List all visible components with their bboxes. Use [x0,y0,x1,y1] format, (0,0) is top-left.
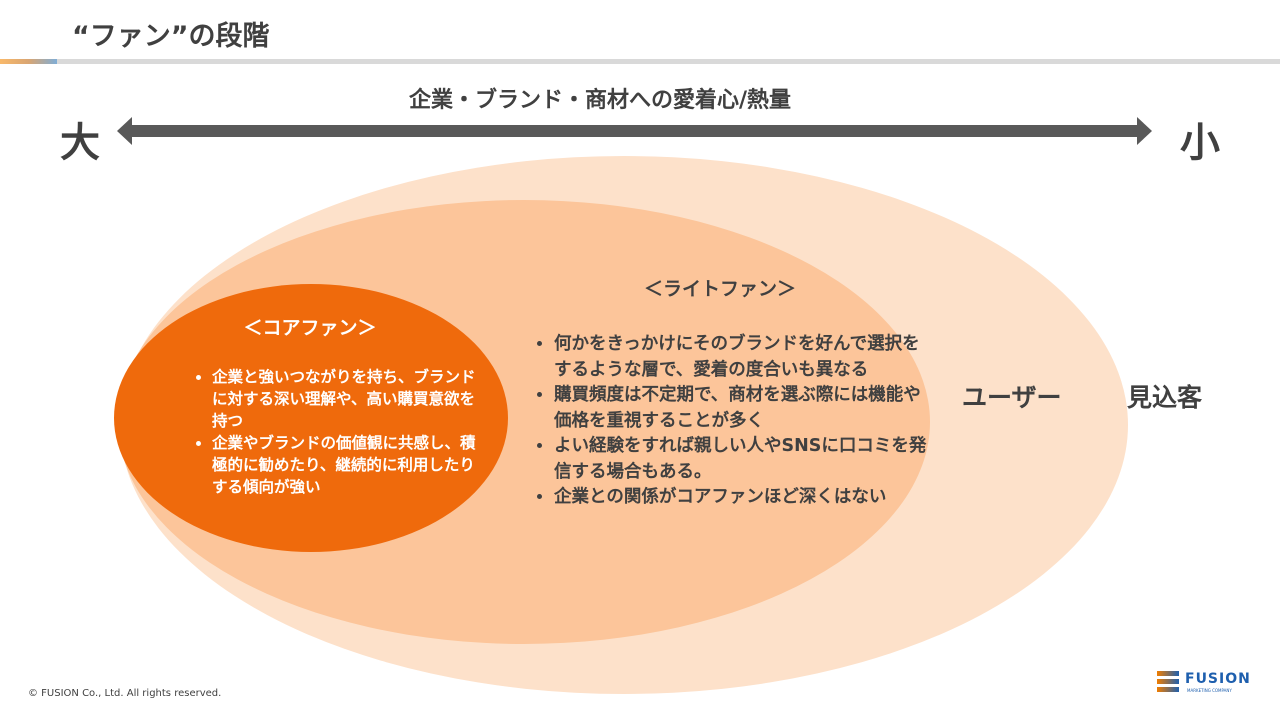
scale-small-label: 小 [1180,120,1220,166]
logo-text: FUSION [1185,671,1251,687]
list-item: 企業やブランドの価値観に共感し、積極的に勧めたり、継続的に利用したりする傾向が強… [212,432,482,498]
light-fan-title: ＜ライトファン＞ [643,278,796,300]
list-item: 何かをきっかけにそのブランドを好んで選択をするような層で、愛着の度合いも異なる [554,332,929,383]
list-item: 企業との関係がコアファンほど深くはない [554,485,929,511]
core-fan-list: 企業と強いつながりを持ち、ブランドに対する深い理解や、高い購買意欲を持つ 企業や… [190,366,482,498]
core-fan-ellipse [114,284,508,552]
core-fan-title: ＜コアファン＞ [243,317,377,339]
page-title: “ファン”の段階 [72,21,270,52]
fusion-logo: FUSION MARKETING COMPANY [1157,671,1257,699]
scale-large-label: 大 [60,120,100,166]
title-underline-accent [0,59,57,64]
list-item: 企業と強いつながりを持ち、ブランドに対する深い理解や、高い購買意欲を持つ [212,366,482,432]
list-item: よい経験をすれば親しい人やSNSに口コミを発信する場合もある。 [554,434,929,485]
light-fan-list: 何かをきっかけにそのブランドを好んで選択をするような層で、愛着の度合いも異なる … [532,332,929,511]
user-label: ユーザー [962,383,1062,412]
title-underline [0,59,1280,64]
logo-subtext: MARKETING COMPANY [1187,688,1232,693]
list-item: 購買頻度は不定期で、商材を選ぶ際には機能や価格を重視することが多く [554,383,929,434]
copyright: © FUSION Co., Ltd. All rights reserved. [28,688,222,699]
scale-label: 企業・ブランド・商材への愛着心/熱量 [408,88,792,113]
prospect-label: 見込客 [1127,383,1203,412]
double-arrow [117,117,1152,145]
